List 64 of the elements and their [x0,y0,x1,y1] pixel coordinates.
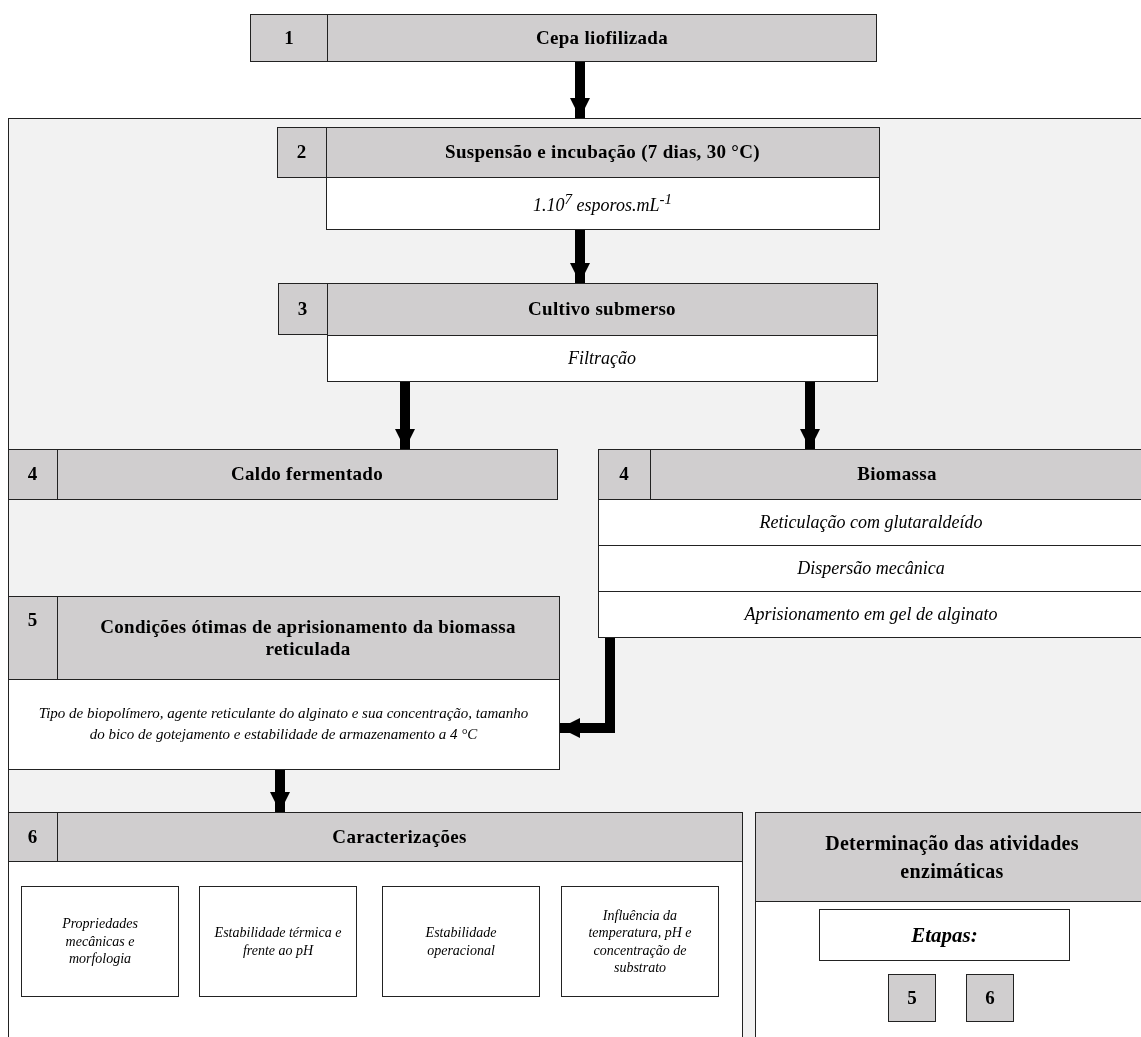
section-heading: Determinação das atividades enzimáticas [755,812,1141,902]
detail-text: Aprisionamento em gel de alginato [744,603,998,625]
step-title-box [56,595,560,680]
steps-label: Etapas: [911,922,978,948]
detail-text: Dispersão mecânica [797,557,945,579]
step-title-box [325,126,880,178]
test-box [21,886,179,997]
step-number-box [966,974,1014,1022]
step-title: Biomassa [856,463,938,485]
step-number-box [7,448,58,500]
step-number: 2 [296,141,307,163]
step-number: 5 [907,987,917,1009]
step-number-box [7,811,58,862]
arrow [270,770,290,812]
step-title-box [327,14,877,62]
step-title-box [56,811,743,862]
detail-text: 1.10$^{7}$ esporos.mL$^{-1}$ [533,190,672,216]
step-number-box [597,448,651,500]
step-number-box [250,14,328,62]
step-number: 6 [27,825,38,848]
arrow [570,62,590,118]
step-title: Cepa liofilizada [535,27,669,49]
step-number: 6 [985,987,995,1009]
detail-box [7,678,560,770]
content-panel [7,860,743,1037]
background-panel [8,118,1141,1037]
arrow [560,638,615,738]
detail-text: Tipo de biopolímero, agente reticulante do alginato e sua concentração, tamanho do bico de gotejamento e estabilidade de armazenamento a 4 °C [38,704,529,744]
test-label: Propriedades mecânicas e morfologia [61,915,139,968]
step-number-box [277,282,328,335]
detail-box [325,176,880,230]
test-box [199,886,357,997]
detail-box [597,590,1141,638]
test-box [382,886,540,997]
step-number-box [888,974,936,1022]
section-panel [754,811,1141,1037]
step-title: Caracterizações [331,825,468,848]
step-number: 4 [619,463,629,485]
step-title: Cultivo submerso [527,298,677,320]
step-number-box [7,595,58,680]
test-label: Estabilidade térmica e frente ao pH [214,924,342,959]
step-title: Suspensão e incubação (7 dias, 30 °C) [444,141,761,163]
test-label: Estabilidade operacional [424,924,498,959]
arrow [570,230,590,283]
step-title-box [326,282,878,336]
step-title: Condições ótimas de aprisionamento da biomassa reticulada [99,615,517,660]
step-title-box [649,448,1141,500]
step-number: 5 [27,608,38,631]
detail-text: Reticulação com glutaraldeído [759,511,983,533]
detail-box [326,334,878,382]
detail-box [597,544,1141,592]
step-number: 3 [297,297,308,320]
step-number: 4 [27,463,38,485]
step-number: 1 [284,27,294,49]
arrow [800,382,820,449]
test-label: Influência da temperatura, pH e concentração de substrato [587,906,693,977]
step-title: Caldo fermentado [230,463,384,485]
detail-text: Filtração [568,347,636,369]
step-title-box [56,448,558,500]
test-box [561,886,719,997]
detail-box [597,498,1141,546]
step-number-box [276,126,327,178]
steps-box [819,909,1070,961]
arrow [395,382,415,449]
